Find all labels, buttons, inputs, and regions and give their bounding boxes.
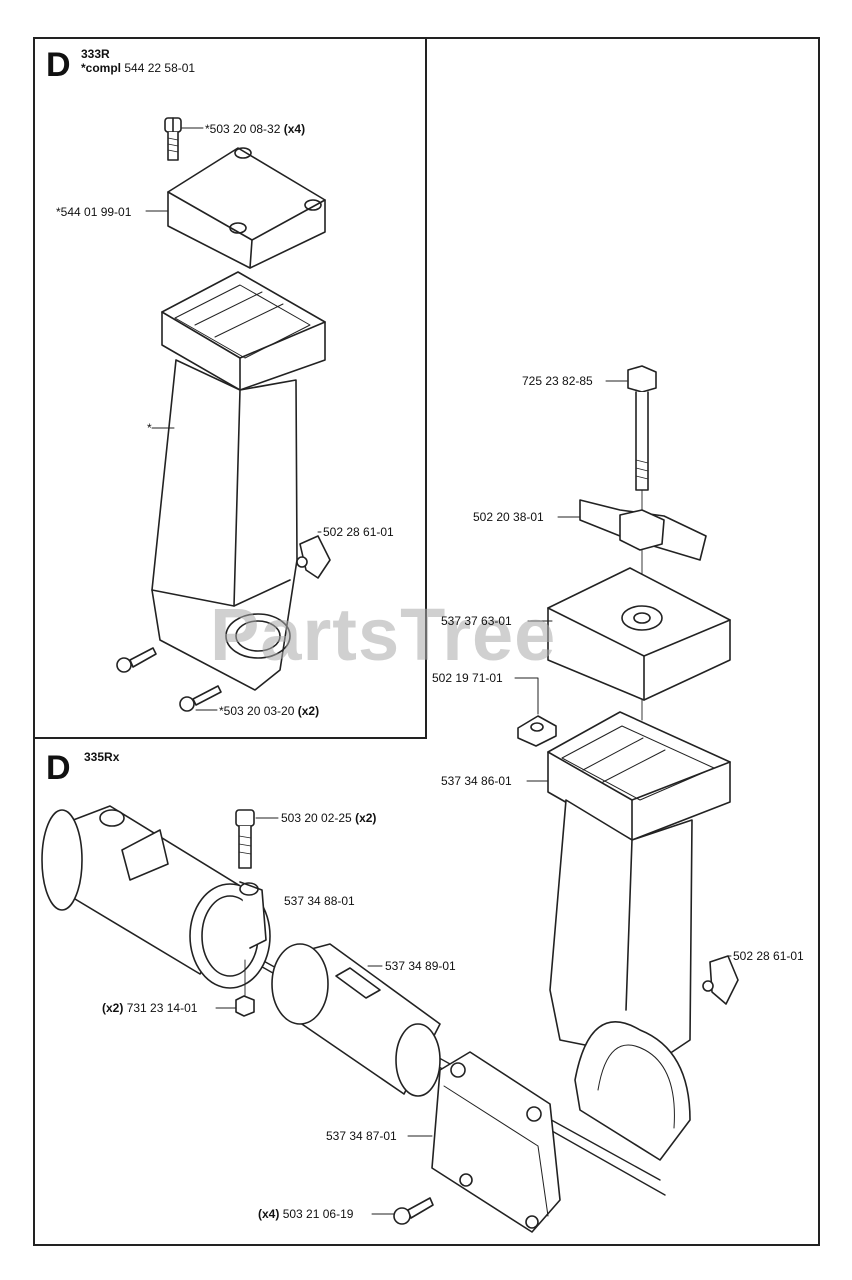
section-letter-335rx: D — [46, 749, 71, 787]
tube-right — [549, 799, 693, 1161]
model-333r: 333R — [81, 47, 110, 61]
tube-333r — [151, 359, 298, 691]
label-clip-333r: 502 28 61-01 — [323, 525, 394, 539]
sleeve-335rx — [271, 943, 441, 1097]
label-screw-bottom: *503 20 03-20 (x2) — [219, 704, 319, 718]
label-sleeve: 537 34 89-01 — [385, 959, 456, 973]
label-screw-bottom-qty: (x2) — [297, 704, 320, 718]
label-screw-lower: (x4) 503 21 06-19 — [258, 1207, 353, 1221]
label-clamp: 537 34 88-01 — [284, 894, 355, 908]
label-screw-bottom-number: *503 20 03-20 — [219, 704, 295, 718]
cap-right — [527, 567, 731, 701]
label-bracket: 537 34 86-01 — [441, 774, 512, 788]
label-asterisk: * — [147, 421, 152, 435]
label-cap: 537 37 63-01 — [441, 614, 512, 628]
compl-line: *compl 544 22 58-01 — [81, 62, 195, 75]
label-clamp-lower: 537 34 87-01 — [326, 1129, 397, 1143]
screw-left-333r — [116, 647, 222, 712]
label-clip-right: 502 28 61-01 — [733, 949, 804, 963]
label-nut: (x2) 731 23 14-01 — [102, 1001, 197, 1015]
label-screw-top: *503 20 08-32 (x4) — [205, 122, 305, 136]
screw-335rx — [235, 809, 279, 869]
label-cover: *544 01 99-01 — [56, 205, 132, 219]
screw-lower-335rx — [371, 1197, 434, 1225]
label-screw-lower-qty: (x4) — [258, 1207, 280, 1221]
label-bolt: 725 23 82-85 — [522, 374, 593, 388]
bolt-right — [605, 365, 657, 721]
cover-333r — [145, 147, 326, 269]
label-wing-nut: 502 20 38-01 — [473, 510, 544, 524]
label-nut-number: 731 23 14-01 — [126, 1001, 198, 1015]
label-nut-qty: (x2) — [102, 1001, 124, 1015]
label-square-nut: 502 19 71-01 — [432, 671, 503, 685]
wing-nut — [557, 499, 707, 561]
label-screw-335rx: 503 20 02-25 (x2) — [281, 811, 376, 825]
section-333r-box — [33, 37, 427, 739]
label-screw-top-number: *503 20 08-32 — [205, 122, 281, 136]
label-screw-335rx-number: 503 20 02-25 — [281, 811, 352, 825]
clip-333r — [296, 531, 331, 579]
section-letter-333r: D — [46, 46, 71, 84]
label-screw-top-qty: (x4) — [283, 122, 306, 136]
compl-prefix: *compl — [81, 61, 122, 75]
bracket-333r — [161, 271, 326, 391]
bracket-right — [526, 711, 731, 841]
compl-number: 544 22 58-01 — [124, 61, 196, 75]
label-screw-335rx-qty: (x2) — [355, 811, 377, 825]
label-screw-lower-number: 503 21 06-19 — [282, 1207, 354, 1221]
screw-top — [164, 117, 204, 161]
nut-335rx — [215, 959, 255, 1017]
watermark: PartsTree — [210, 593, 557, 676]
clip-right — [702, 955, 739, 1005]
model-335rx: 335Rx — [84, 750, 120, 764]
square-nut — [514, 677, 557, 747]
clamp-lower-335rx — [407, 1051, 561, 1233]
clamp-335rx — [189, 881, 271, 989]
